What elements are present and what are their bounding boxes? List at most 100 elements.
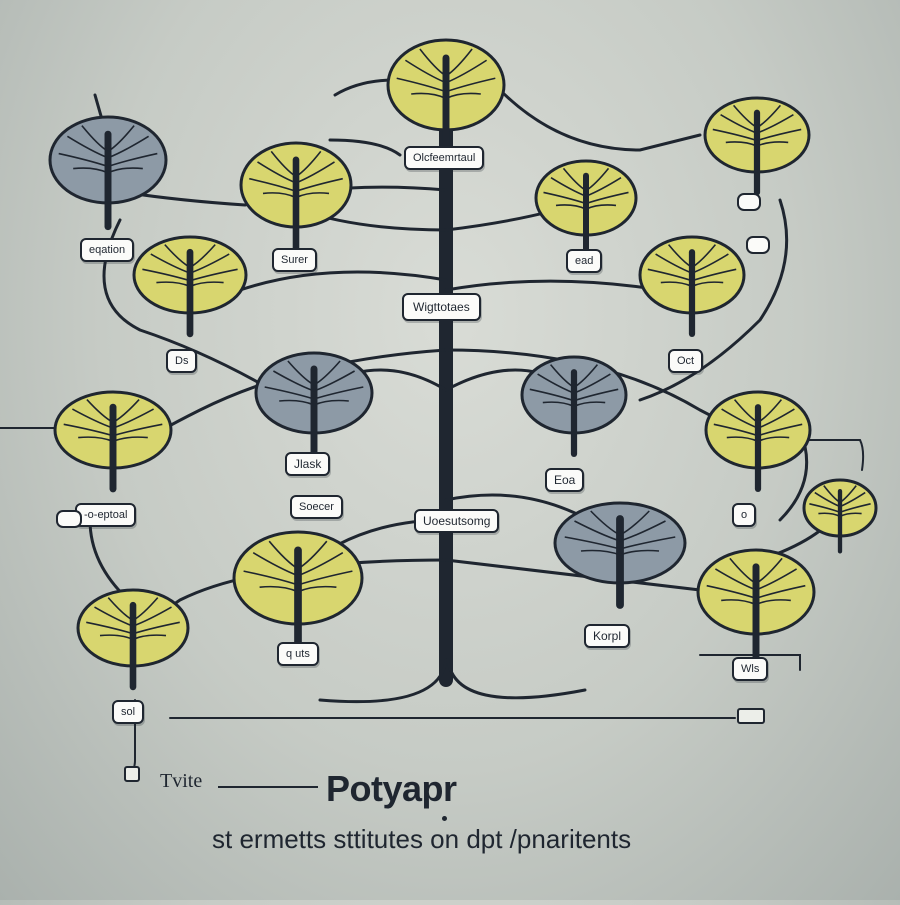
label-top-left: eqation bbox=[80, 238, 135, 262]
tree-branch bbox=[755, 568, 798, 591]
tree-branch bbox=[107, 125, 135, 153]
tree-branch bbox=[189, 253, 230, 274]
tree-node-upper-right bbox=[534, 159, 638, 259]
tree-branch bbox=[725, 141, 758, 147]
tree-branch bbox=[585, 204, 617, 210]
tree-branch bbox=[757, 436, 790, 443]
tree-branch bbox=[295, 161, 335, 184]
tree-branch bbox=[86, 399, 114, 424]
outer-loop-right bbox=[638, 198, 789, 402]
tree-branch bbox=[72, 408, 114, 429]
tree-branch bbox=[112, 436, 148, 443]
tree-branch bbox=[243, 570, 299, 586]
caption-rule bbox=[218, 786, 318, 788]
tree-node-top-left bbox=[48, 115, 168, 231]
tree-branch bbox=[297, 570, 353, 586]
label-center-left-a: Jlask bbox=[285, 452, 331, 476]
tree-branch bbox=[268, 540, 299, 570]
label-bottom-center-left: q uts bbox=[277, 642, 319, 666]
tree-branch bbox=[706, 584, 757, 600]
tree-branch bbox=[287, 360, 315, 386]
tree-branch bbox=[573, 373, 611, 394]
tree-branch bbox=[714, 568, 757, 591]
tree-branch bbox=[691, 253, 729, 274]
tree-branch bbox=[132, 597, 159, 622]
tree-branch bbox=[755, 584, 806, 600]
tree-branch bbox=[619, 520, 666, 542]
tree-branch bbox=[756, 113, 794, 134]
tree-branch bbox=[814, 491, 841, 508]
tree-branch bbox=[189, 268, 238, 282]
tree-node-mid-right bbox=[638, 235, 746, 338]
tree-branch bbox=[585, 176, 622, 197]
tree-branch bbox=[564, 536, 621, 550]
tree-branch bbox=[562, 167, 587, 192]
tree-branch bbox=[721, 599, 757, 606]
tree-node-bottom-right bbox=[696, 548, 816, 661]
label-upper-left: Surer bbox=[272, 248, 317, 272]
tree-branch bbox=[647, 268, 693, 282]
tree-branch bbox=[78, 436, 114, 443]
label-lower-center: Uoesutsomg bbox=[414, 509, 500, 533]
tree-branch bbox=[756, 104, 782, 129]
tree-branch bbox=[655, 253, 693, 274]
tree-branch bbox=[542, 401, 575, 408]
tree-branch bbox=[585, 167, 610, 192]
tree-branch bbox=[445, 48, 473, 77]
tree-branch bbox=[445, 92, 481, 100]
tree-branch bbox=[279, 399, 315, 406]
tree-branch bbox=[839, 485, 857, 504]
tree-branch bbox=[823, 485, 841, 504]
tree-branch bbox=[252, 552, 299, 577]
tree-branch bbox=[150, 253, 191, 274]
connector-square-bottom-left bbox=[124, 766, 140, 782]
tree-branch bbox=[691, 281, 724, 288]
tree-branch bbox=[313, 370, 355, 392]
tree-branch bbox=[112, 399, 140, 424]
tree-branch bbox=[809, 503, 841, 513]
tree-branch bbox=[262, 192, 297, 199]
connector-pill-right bbox=[746, 236, 770, 254]
tree-branch bbox=[295, 192, 330, 199]
label-center-right: Eoa bbox=[545, 468, 585, 492]
tree-branch bbox=[419, 48, 447, 77]
tree-node-center-left bbox=[254, 351, 374, 459]
tree-branch bbox=[189, 281, 224, 288]
tree-branch bbox=[396, 77, 447, 93]
tree-branch bbox=[107, 597, 134, 622]
tree-branch bbox=[445, 59, 488, 84]
label-center-left-b: Soecer bbox=[290, 495, 343, 519]
tree-branch bbox=[107, 135, 150, 159]
tree-branch bbox=[729, 557, 757, 585]
tree-branch bbox=[264, 386, 315, 400]
label-upper-right: ead bbox=[566, 249, 603, 273]
tree-branch bbox=[549, 364, 575, 389]
tree-branch bbox=[757, 408, 795, 429]
tree-branch bbox=[86, 621, 134, 635]
tree-node-top-right bbox=[703, 96, 811, 196]
right-lower-dash bbox=[699, 654, 801, 671]
tree-branch bbox=[142, 268, 191, 282]
tree-branch bbox=[313, 386, 364, 400]
tree-branch bbox=[99, 634, 134, 641]
tree-branch bbox=[297, 552, 344, 577]
tree-branch bbox=[295, 177, 343, 193]
tree-branch bbox=[721, 408, 759, 429]
tree-branch bbox=[66, 135, 109, 159]
top-right-arc bbox=[498, 88, 702, 152]
tree-node-bottom-left bbox=[76, 588, 190, 691]
tree-branch bbox=[273, 370, 315, 392]
diagram-subtitle: st ermetts sttitutes on dpt /pnaritents bbox=[212, 824, 632, 854]
tree-branch bbox=[619, 549, 660, 556]
tree-branch bbox=[660, 281, 693, 288]
tree-branch bbox=[839, 503, 871, 513]
tree-branch bbox=[445, 77, 496, 93]
connector-pill-top-right bbox=[737, 193, 761, 211]
tree-branch bbox=[818, 512, 841, 518]
tree-branch bbox=[537, 373, 575, 394]
tree-branch bbox=[726, 436, 759, 443]
label-top-center: Olcfeemrtaul bbox=[404, 146, 485, 170]
tree-branch bbox=[755, 557, 783, 585]
tree-branch bbox=[732, 104, 758, 129]
